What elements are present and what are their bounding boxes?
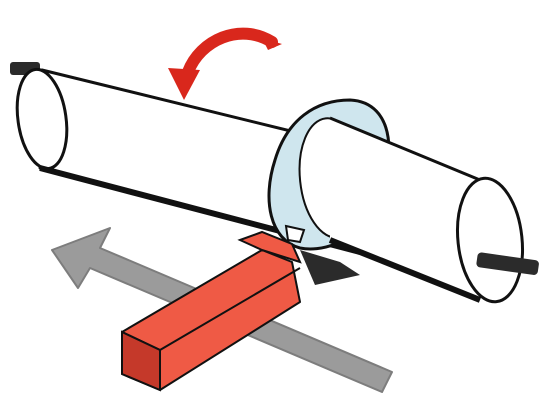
curved-arrow-icon: [168, 34, 282, 100]
workpiece-small-section: [330, 118, 528, 305]
cutting-tool: [122, 226, 304, 390]
